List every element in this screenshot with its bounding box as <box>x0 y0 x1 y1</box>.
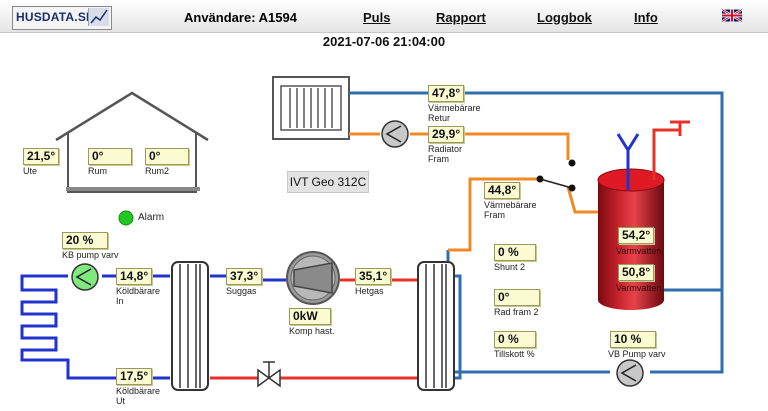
vb-pump-value: 10 % <box>610 331 656 348</box>
shunt2-value: 0 % <box>494 244 536 261</box>
logo-text: HUSDATA.SE <box>16 10 95 24</box>
kb-pump-value: 20 % <box>62 232 108 249</box>
alarm-label: Alarm <box>138 212 165 223</box>
rum-label: Rum <box>88 166 108 176</box>
ute-label: Ute <box>23 166 38 176</box>
komp-hast-value: 0kW <box>289 308 331 325</box>
varmvatten2-value: 50,8° <box>618 264 655 281</box>
koldbarare-in-label: Köldbärare In <box>116 286 161 306</box>
timestamp: 2021-07-06 21:04:00 <box>322 34 446 49</box>
house-icon <box>55 91 209 193</box>
rum2-label: Rum2 <box>145 166 170 176</box>
radiator-fram-value: 29,9° <box>428 126 465 143</box>
varmebarare-retur-value: 47,8° <box>428 85 465 102</box>
varmebarare-fram-value: 44,8° <box>484 182 521 199</box>
hetgas-value: 35,1° <box>355 268 392 285</box>
husdata-logo[interactable]: HUSDATA.SE <box>12 6 112 30</box>
shunt2-label: Shunt 2 <box>494 262 526 272</box>
suggas-label: Suggas <box>226 286 257 296</box>
nav-rapport[interactable]: Rapport <box>436 10 486 25</box>
three-way-valve-icon <box>536 159 576 192</box>
rum-value: 0° <box>88 148 132 165</box>
hetgas-label: Hetgas <box>355 286 384 296</box>
komp-hast-label: Komp hast. <box>289 326 335 336</box>
condenser-icon <box>417 261 455 391</box>
varmebarare-fram-label: Värmebärare Fram <box>484 200 537 220</box>
vb-pump-icon <box>616 359 644 387</box>
rum2-value: 0° <box>145 148 189 165</box>
radiator-icon <box>272 76 350 140</box>
tillskott-label: Tillskott % <box>494 349 535 359</box>
varmvatten2-label: Varmvatten <box>616 283 662 293</box>
nav-puls[interactable]: Puls <box>363 10 391 25</box>
user-label: Användare: A1594 <box>184 10 297 25</box>
rad-fram2-label: Rad fram 2 <box>494 307 539 317</box>
rad-fram2-value: 0° <box>494 289 540 306</box>
model-label: IVT Geo 312C <box>287 171 369 193</box>
logo-chart-icon <box>88 8 109 26</box>
tillskott-value: 0 % <box>494 331 536 348</box>
kb-pump-icon <box>71 263 99 291</box>
uk-flag-icon[interactable] <box>722 9 742 22</box>
vb-pump-label: VB Pump varv <box>608 349 666 359</box>
evaporator-icon <box>171 261 209 391</box>
koldbarare-ut-label: Köldbärare Ut <box>116 386 161 406</box>
varmvatten1-label: Varmvatten <box>616 246 662 256</box>
radiator-pump-icon <box>381 120 409 148</box>
koldbarare-in-value: 14,8° <box>116 268 153 285</box>
varmebarare-retur-label: Värmebärare Retur <box>428 103 481 123</box>
ute-value: 21,5° <box>23 148 60 165</box>
suggas-value: 37,3° <box>226 268 263 285</box>
expansion-valve-icon <box>257 361 281 388</box>
compressor-icon <box>286 251 340 305</box>
alarm-indicator-icon <box>118 210 134 226</box>
varmvatten1-value: 54,2° <box>618 227 655 244</box>
nav-loggbok[interactable]: Loggbok <box>537 10 592 25</box>
top-bar: HUSDATA.SE Användare: A1594 Puls Rapport… <box>0 0 768 33</box>
kb-pump-label: KB pump varv <box>62 250 119 260</box>
koldbarare-ut-value: 17,5° <box>116 368 153 385</box>
water-tank-icon <box>597 120 690 310</box>
radiator-fram-label: Radiator Fram <box>428 144 463 164</box>
nav-info[interactable]: Info <box>634 10 658 25</box>
